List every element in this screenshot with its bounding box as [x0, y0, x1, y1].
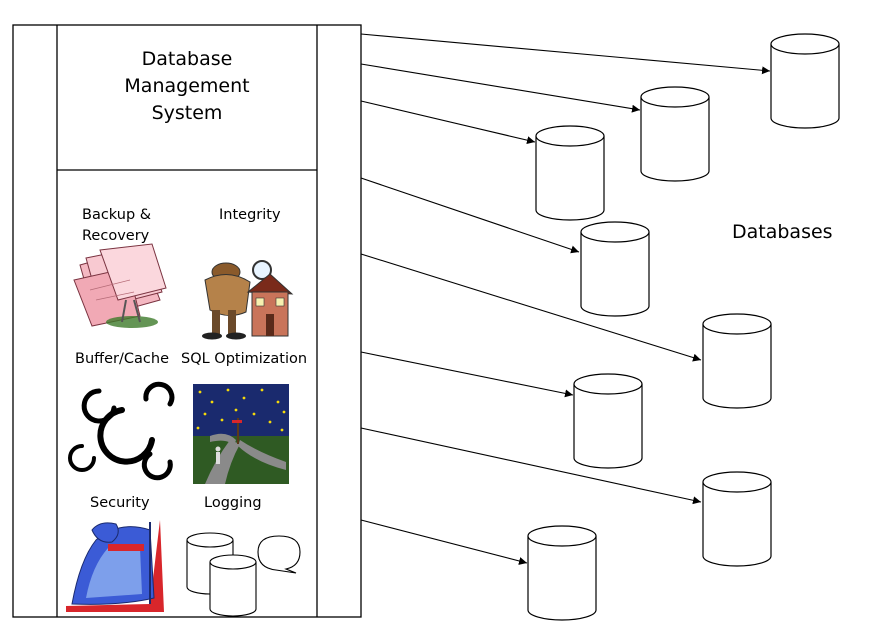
arrow-3: [360, 100, 536, 145]
integrity-detective-icon: [202, 260, 294, 340]
speech-bubble-icon: [257, 535, 301, 574]
database-cylinder-6: [573, 373, 643, 469]
backup-recovery-label: Backup & Recovery: [82, 205, 151, 247]
logging-icon: [186, 532, 301, 617]
arrow-5: [360, 253, 702, 362]
dbms-title-line-2: Management: [124, 75, 250, 97]
logging-cylinder-2: [209, 554, 257, 617]
database-cylinder-4: [580, 221, 650, 317]
database-cylinder-3: [535, 125, 605, 221]
arrow-4: [360, 177, 580, 254]
logging-label: Logging: [204, 495, 262, 511]
security-label: Security: [90, 495, 150, 511]
arrow-7: [360, 427, 702, 505]
backup-recovery-label-line-2: Recovery: [82, 228, 150, 244]
buffer-cache-arcs-icon: [68, 381, 175, 481]
arrow-2: [360, 63, 641, 113]
databases-label: Databases: [732, 221, 833, 243]
integrity-label: Integrity: [219, 207, 281, 223]
database-cylinder-1: [770, 33, 840, 129]
connection-arrows: [360, 33, 771, 565]
arrow-6: [360, 351, 574, 398]
arrow-1: [360, 33, 771, 75]
database-cylinder-5: [702, 313, 772, 409]
database-cylinder-8: [527, 525, 597, 621]
dbms-title-line-1: Database: [141, 48, 233, 70]
dbms-title-line-3: System: [151, 102, 223, 124]
security-figure-icon: [66, 520, 164, 612]
sql-optimization-label: SQL Optimization: [181, 351, 308, 367]
sql-optimization-crossroads-icon: [193, 384, 289, 484]
buffer-cache-label: Buffer/Cache: [75, 351, 169, 367]
database-cylinder-7: [702, 471, 772, 567]
arrow-8: [360, 519, 528, 565]
database-cylinder-2: [640, 86, 710, 182]
backup-papers-icon: [73, 243, 167, 328]
backup-recovery-label-line-1: Backup &: [82, 207, 152, 223]
dbms-title: Database Management System: [58, 46, 316, 127]
database-cylinders: [527, 33, 840, 621]
dbms-box: [12, 24, 362, 618]
